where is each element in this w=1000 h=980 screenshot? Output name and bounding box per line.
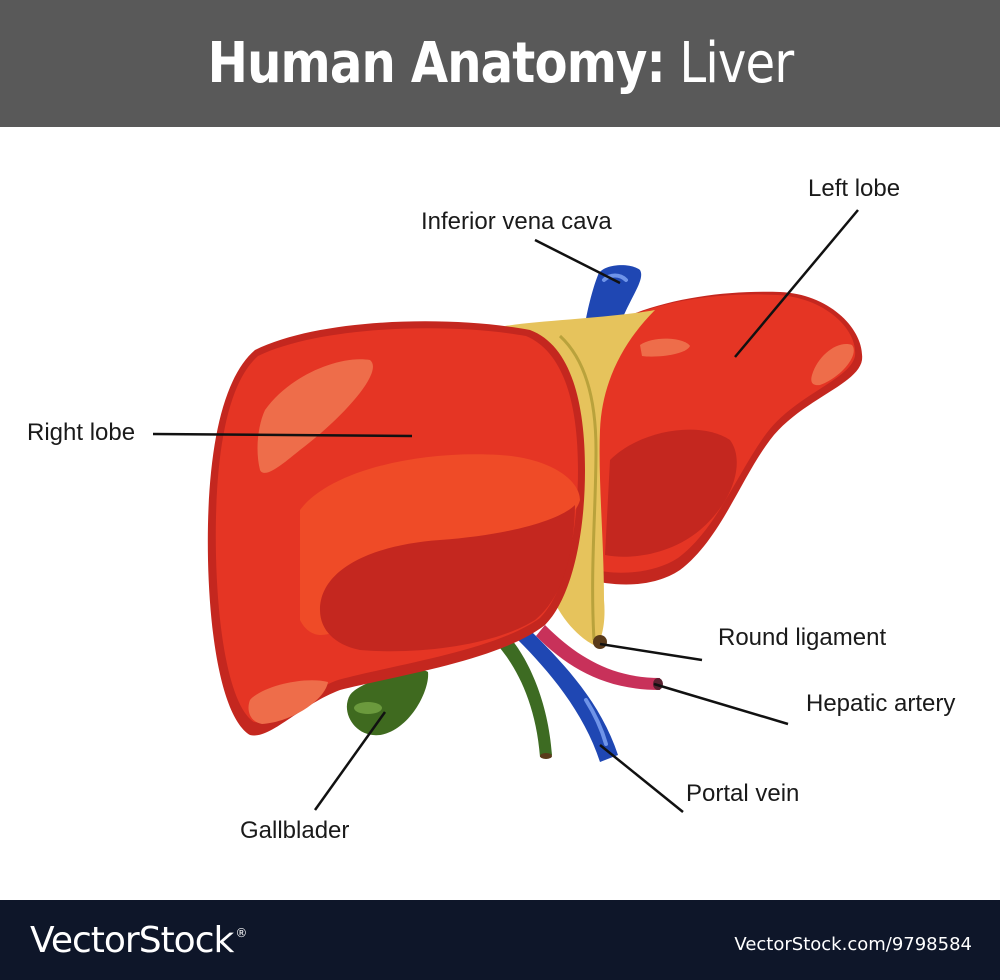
right-lobe-leader bbox=[152, 432, 413, 438]
registered-mark: ® bbox=[235, 926, 247, 940]
label-round-ligament: Round ligament bbox=[718, 624, 887, 651]
page-title: Human Anatomy: Liver bbox=[207, 31, 793, 96]
brand-text: VectorStock bbox=[30, 920, 234, 961]
label-portal-vein: Portal vein bbox=[686, 780, 800, 807]
liver-diagram: Left lobe Inferior vena cava Right lobe … bbox=[0, 127, 1000, 900]
title-banner: Human Anatomy: Liver bbox=[0, 0, 1000, 127]
label-right-lobe: Right lobe bbox=[27, 419, 136, 446]
gallbladder-leader bbox=[313, 711, 387, 811]
footer-bar: VectorStock® VectorStock.com/9798584 bbox=[0, 900, 1000, 980]
label-left-lobe: Left lobe bbox=[808, 175, 901, 202]
hepatic-artery-shape bbox=[536, 625, 660, 690]
title-light: Liver bbox=[678, 31, 794, 96]
left-lobe-shape bbox=[584, 291, 863, 585]
gallbladder-shape bbox=[346, 670, 429, 736]
round-ligament-leader bbox=[599, 642, 703, 662]
label-inferior-vena-cava: Inferior vena cava bbox=[421, 208, 612, 235]
title-strong: Human Anatomy: bbox=[207, 31, 665, 96]
inferior-vena-cava-shape bbox=[584, 265, 642, 330]
right-lobe-shape bbox=[207, 321, 585, 736]
round-ligament-end bbox=[593, 635, 607, 649]
vectorstock-logo[interactable]: VectorStock® bbox=[30, 920, 247, 961]
bile-duct-shape bbox=[500, 640, 552, 757]
left-lobe-leader bbox=[734, 209, 859, 358]
portal-vein-shape bbox=[518, 630, 618, 762]
liver-illustration bbox=[152, 209, 863, 813]
hepatic-artery-leader bbox=[653, 682, 789, 726]
inferior-vena-cava-leader bbox=[534, 238, 621, 285]
bile-duct-end bbox=[540, 753, 552, 759]
portal-vein-leader bbox=[599, 744, 684, 813]
image-reference[interactable]: VectorStock.com/9798584 bbox=[734, 934, 972, 955]
label-hepatic-artery: Hepatic artery bbox=[806, 690, 956, 717]
label-gallbladder: Gallblader bbox=[240, 817, 350, 844]
